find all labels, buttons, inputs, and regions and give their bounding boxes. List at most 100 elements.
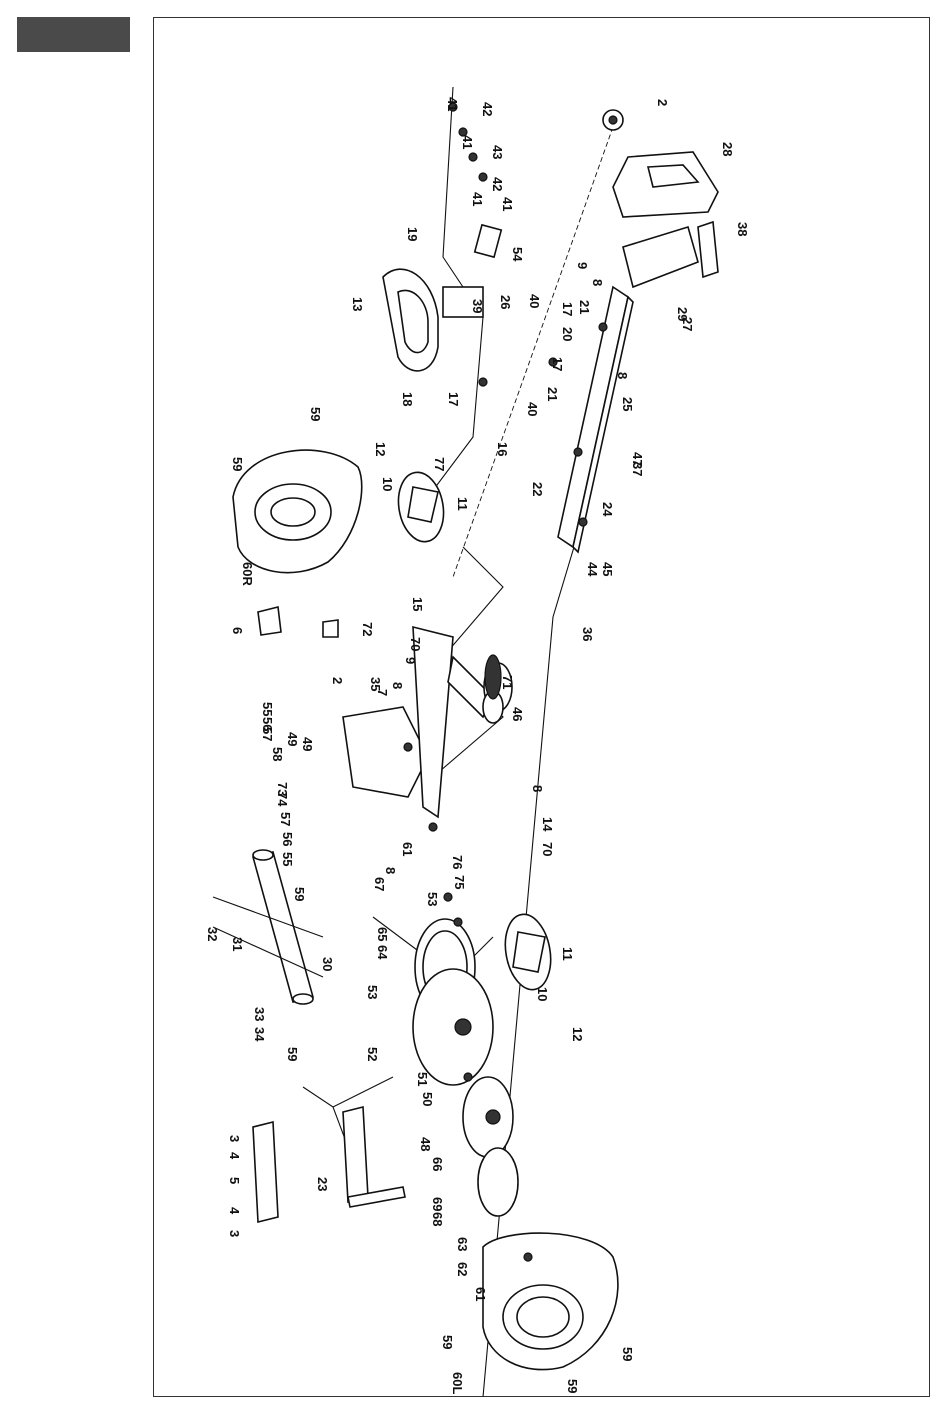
disc-48	[462, 1076, 514, 1158]
part-label: 49	[300, 737, 315, 751]
part-label: 60R	[240, 562, 255, 586]
part-label: 37	[630, 462, 645, 476]
part-label: 34	[252, 1027, 267, 1042]
part-label: 59	[440, 1335, 455, 1349]
part-label: 30	[320, 957, 335, 971]
part-label: 8	[383, 867, 398, 874]
part-label: 41	[460, 135, 475, 149]
small-wheel	[484, 654, 502, 700]
part-label: 55	[280, 852, 295, 866]
part-label: 56	[260, 717, 275, 731]
part-label: 41	[470, 192, 485, 206]
part-label: 64	[375, 945, 390, 960]
hardware	[403, 102, 608, 1262]
part-label: 22	[530, 482, 545, 496]
part-label: 39	[470, 299, 485, 313]
part-label: 47	[630, 452, 645, 466]
part-label: 40	[525, 402, 540, 416]
part-label: 8	[530, 785, 545, 792]
part-label: 76	[450, 855, 465, 869]
part-label: 5	[227, 1177, 242, 1184]
part-label: 68	[430, 1212, 445, 1226]
part-label: 8	[615, 372, 630, 379]
part-label: 41	[500, 197, 515, 211]
diagram-frame	[153, 17, 930, 1397]
part-label: 63	[455, 1237, 470, 1251]
part-label: 24	[600, 502, 615, 517]
part-label: 42	[490, 177, 505, 191]
part-label: 61	[400, 842, 415, 856]
part-label: 3	[227, 1135, 242, 1142]
part-label: 70	[540, 842, 555, 856]
part-label: 59	[308, 407, 323, 421]
part-label: 48	[418, 1137, 433, 1151]
part-label: 9	[403, 657, 418, 664]
part-label: 58	[270, 747, 285, 761]
disc-69	[477, 1147, 519, 1217]
part-label: 16	[495, 442, 510, 456]
part-label: 12	[373, 442, 388, 456]
part-label: 70	[408, 637, 423, 651]
part-label: 14	[540, 817, 555, 832]
part-label: 62	[455, 1262, 470, 1276]
part-label: 2	[330, 677, 345, 684]
part-label: 6	[230, 627, 245, 634]
pedal-lower	[504, 913, 552, 991]
part-label: 49	[285, 732, 300, 746]
part-label: 15	[410, 597, 425, 611]
part-label: 59	[285, 1047, 300, 1061]
part-label: 67	[372, 877, 387, 891]
part-label: 60L	[450, 1372, 465, 1394]
part-label: 31	[230, 937, 245, 951]
part-label: 57	[278, 812, 293, 826]
handle	[252, 1120, 279, 1224]
part-label: 41	[445, 97, 460, 111]
part-label: 20	[560, 327, 575, 341]
part-label: 43	[490, 145, 505, 159]
part-label: 44	[585, 562, 600, 577]
part-label: 36	[580, 627, 595, 641]
part-label: 2	[655, 99, 670, 106]
part-label: 10	[535, 987, 550, 1001]
part-label: 51	[415, 1072, 430, 1086]
part-label: 59	[292, 887, 307, 901]
part-label: 17	[560, 302, 575, 316]
part-label: 18	[400, 392, 415, 406]
part-label: 28	[720, 142, 735, 156]
part-label: 10	[380, 477, 395, 491]
part-label: 26	[498, 295, 513, 309]
page-header-block	[17, 17, 130, 52]
part-label: 35	[368, 677, 383, 691]
console-bracket	[602, 109, 719, 218]
part-label: 61	[473, 1287, 488, 1301]
part-label: 13	[350, 297, 365, 311]
part-label: 59	[230, 457, 245, 471]
part-label: 40	[527, 294, 542, 308]
part-label: 66	[430, 1157, 445, 1171]
part-label: 52	[365, 1047, 380, 1061]
part-label: 21	[577, 300, 592, 314]
part-label: 72	[360, 622, 375, 636]
part-label: 54	[510, 247, 525, 262]
rear-stabilizer-bracket	[622, 220, 719, 289]
part-label: 42	[480, 102, 495, 116]
part-label: 33	[252, 1007, 267, 1021]
part-label: 57	[260, 727, 275, 741]
part-label: 56	[280, 832, 295, 846]
part-label: 55	[260, 702, 275, 716]
part-label: 75	[452, 875, 467, 889]
crank	[342, 1105, 406, 1208]
part-label: 25	[620, 397, 635, 411]
part-label: 4	[227, 1207, 242, 1215]
part-label: 11	[560, 947, 575, 961]
part-label: 74	[275, 792, 290, 807]
part-label: 38	[735, 222, 750, 236]
part-label: 23	[315, 1177, 330, 1191]
part-label: 11	[455, 497, 470, 511]
part-label: 12	[570, 1027, 585, 1041]
seat	[382, 223, 503, 372]
tube	[212, 849, 324, 1005]
part-label: 8	[590, 279, 605, 286]
part-label: 17	[550, 357, 565, 371]
